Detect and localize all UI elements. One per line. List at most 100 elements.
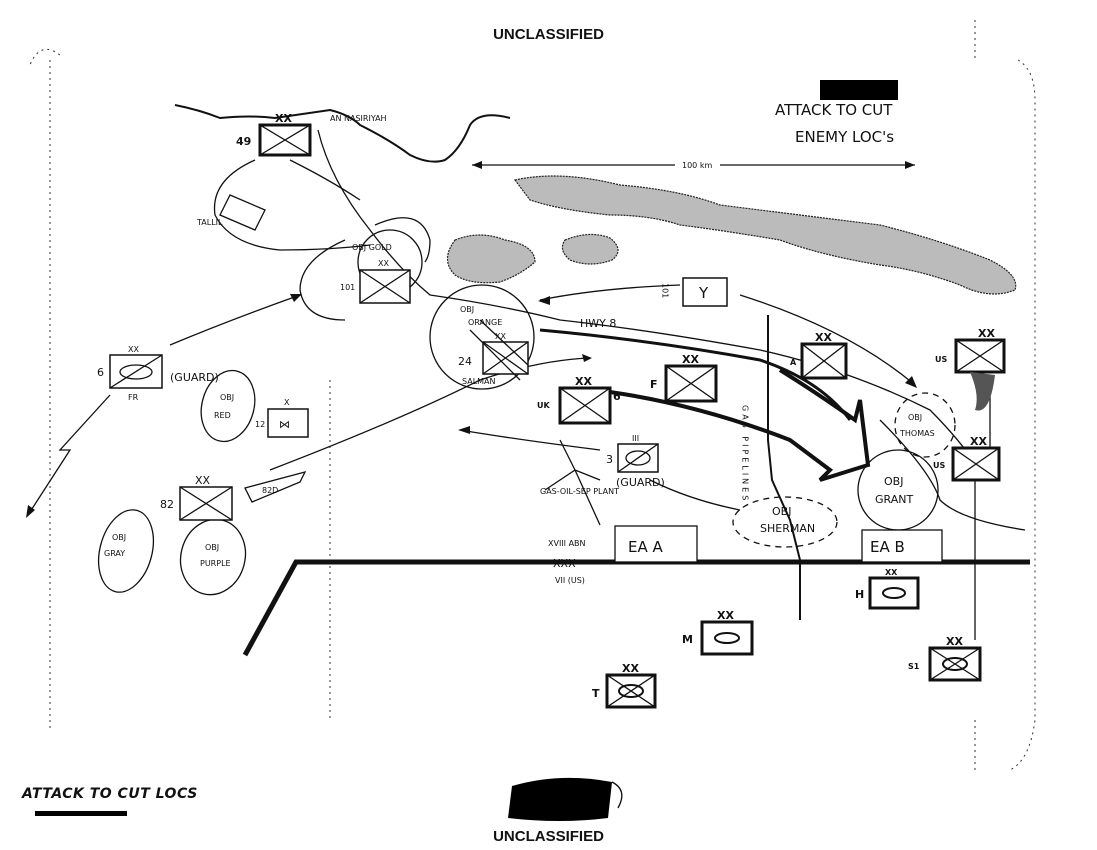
redaction-block [508,777,612,821]
unit-3-echelon: III [632,434,639,443]
unit-s1-echelon: XX [946,635,963,648]
pipeline-label: GAS PIPELINES [741,405,750,503]
unit-6-role: (GUARD) [170,371,219,384]
nasiriyah-label: AN NASIRIYAH [330,114,387,123]
obj-red: OBJ RED [200,369,256,443]
obj-orange-label: OBJ [460,305,474,314]
unit-101-echelon: XX [378,259,389,268]
map-title-line2: ENEMY LOC's [795,128,894,146]
unit-101: 101 XX [340,259,411,304]
page-frame [29,20,1036,771]
scale-bar: 100 km [472,161,915,170]
obj-red-label: OBJ [220,393,234,402]
unit-82d-arrow: 82D [244,471,307,503]
obj-sherman-label: SHERMAN [760,522,815,535]
obj-orange: OBJ ORANGE [429,284,535,390]
obj-purple: OBJ PURPLE [179,518,247,596]
obj-gold-label: OBJ GOLD [352,243,392,252]
scale-label: 100 km [682,161,712,170]
unit-12-symbol: ⋈ [279,418,290,431]
unit-t-echelon: XX [622,662,639,675]
unit-a: A XX [790,331,848,380]
unit-6-echelon: XX [128,345,139,354]
footer-caption: ATTACK TO CUT LOCS [22,786,198,802]
unit-82: 82 XX [160,474,233,521]
marsh-area [513,175,1017,295]
obj-thomas: OBJ THOMAS [894,392,956,458]
unit-s1: S1 XX [908,635,982,682]
unit-82d-id: 82D [262,486,278,495]
unit-24-echelon: XX [495,332,506,341]
unit-us-south: US XX [933,435,1001,482]
unit-24: 24 XX [458,319,529,381]
obj-gray-label: GRAY [104,549,125,558]
map-title-line1: ATTACK TO CUT [775,101,893,119]
unit-f-echelon: XX [682,353,699,366]
unit-f-id: F [650,378,658,391]
main-attack-arrow [609,368,871,482]
unit-t: T XX [592,662,657,709]
unit-a-id: A [790,358,797,367]
unit-uk: UK XX 6 [537,375,621,425]
unit-82-echelon: XX [195,474,211,487]
ea-b: EA B [861,529,943,563]
attack-arrow [539,328,852,421]
unit-uk-tag: 6 [613,390,621,403]
tallil-airfield: TALLIL [196,194,266,231]
unit-6-id: 6 [97,366,104,379]
unit-3-role: (GUARD) [616,476,665,489]
obj-purple-label: OBJ [205,543,219,552]
unit-uk-id: UK [537,401,550,410]
pipeline [767,315,801,620]
ea-a: EA A [614,525,698,563]
corps-boundary [242,559,1030,657]
unit-h: H XX [855,568,920,610]
unit-12-echelon: X [284,398,290,407]
obj-gray-label: OBJ [112,533,126,542]
unit-101-id: 101 [340,283,355,292]
redaction-underline [35,811,127,816]
unit-82-id: 82 [160,498,174,511]
unit-49-echelon: XX [275,112,292,125]
unit-h-id: H [855,588,864,601]
gosp-label: GAS-OIL-SEP PLANT [540,487,619,496]
obj-grant: OBJ GRANT [857,449,939,531]
obj-thomas-label: OBJ [908,413,922,422]
unit-101y-symbol: Y [698,284,709,302]
boundary-north: XVIII ABN [548,539,586,548]
unit-49-id: 49 [236,135,251,148]
unit-s1-id: S1 [908,662,920,671]
unit-m-echelon: XX [717,609,734,622]
unit-12-id: 12 [255,420,265,429]
unit-12: ⋈ 12 X [255,398,309,438]
unit-us1-echelon: XX [978,327,995,340]
unit-m-id: M [682,633,693,646]
unit-uk-echelon: XX [575,375,592,388]
salman-label: SALMAN [462,377,496,386]
unit-t-id: T [592,687,600,700]
obj-sherman: OBJ SHERMAN [732,496,838,548]
obj-thomas-label: THOMAS [899,429,935,438]
lake [561,233,619,265]
obj-grant-label: GRANT [875,493,913,506]
unit-us1-id: US [935,355,947,364]
tallil-label: TALLIL [196,218,223,227]
unit-24-id: 24 [458,355,472,368]
ea-b-label: EA B [870,538,905,556]
unit-h-echelon: XX [885,568,898,577]
unit-f: F XX [650,353,718,403]
obj-sherman-label: OBJ [772,505,791,518]
boundary-mark: XXX [553,557,576,570]
obj-purple-label: PURPLE [200,559,231,568]
unit-us-north: US XX [935,327,1006,411]
obj-grant-label: OBJ [884,475,903,488]
unit-101y-id: 101 [661,283,670,298]
unit-3-guard: 3 III (GUARD) [606,434,665,489]
redaction-block [820,80,898,100]
unit-m: M XX [682,609,754,656]
boundary-south: VII (US) [555,576,585,585]
unit-3-id: 3 [606,453,613,466]
obj-red-label: RED [214,411,231,420]
unit-6-nation: FR [128,393,139,402]
